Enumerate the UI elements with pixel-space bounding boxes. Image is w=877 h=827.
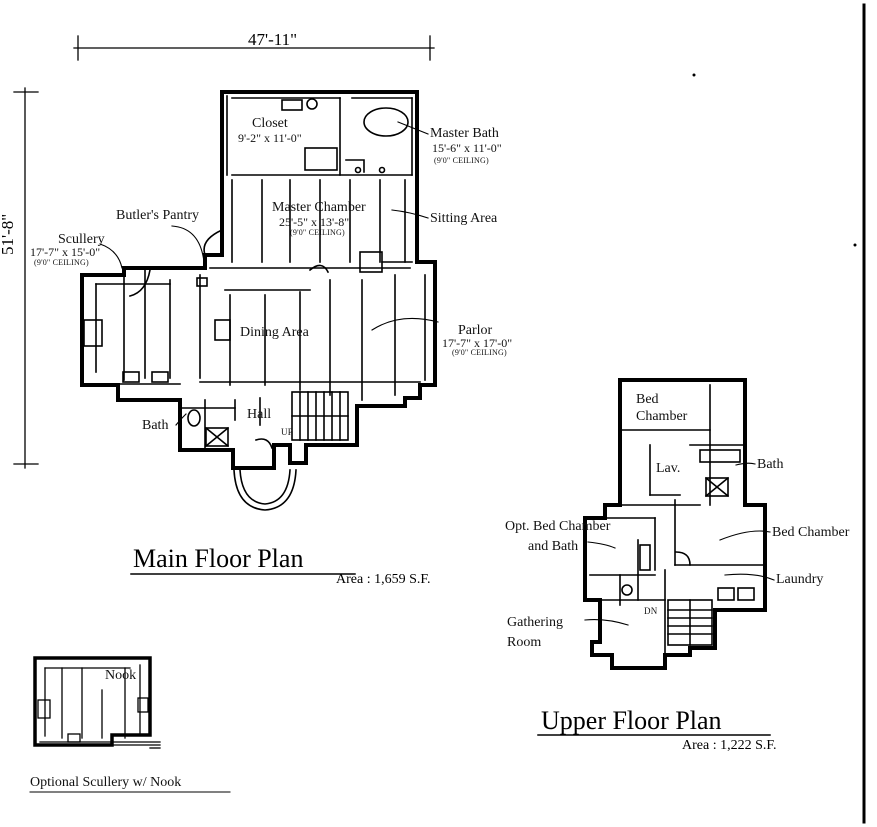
- butlers-pantry-label: Butler's Pantry: [116, 208, 200, 223]
- master-chamber-ceiling: (9'0" CEILING): [290, 228, 345, 237]
- master-bath-size: 15'-6" x 11'-0": [432, 141, 502, 155]
- master-bath-ceiling: (9'0" CEILING): [434, 156, 489, 165]
- upper-floor-leaders: [584, 462, 775, 626]
- laundry-label: Laundry: [776, 572, 824, 587]
- master-bath-label: Master Bath: [430, 126, 499, 141]
- upper-floor-interior: [589, 384, 766, 656]
- upper-bath-label: Bath: [757, 457, 784, 472]
- bed-chamber-2-label: Bed Chamber: [772, 525, 850, 540]
- depth-dimension-label: 51'-8": [0, 213, 17, 255]
- depth-dimension-line: [13, 87, 39, 469]
- main-floor-leaders: [99, 121, 439, 426]
- upper-floor-area: Area : 1,222 S.F.: [682, 738, 777, 753]
- parlor-size: 17'-7" x 17'-0": [442, 336, 513, 350]
- parlor-ceiling: (9'0" CEILING): [452, 348, 507, 357]
- master-chamber-size: 25'-5" x 13'-8": [279, 215, 350, 229]
- lav-label: Lav.: [656, 461, 681, 476]
- dining-area-label: Dining Area: [240, 325, 309, 340]
- width-dimension-label: 47'-11": [248, 30, 298, 49]
- scullery-ceiling: (9'0" CEILING): [34, 258, 89, 267]
- optional-scullery-walls: [33, 656, 152, 747]
- gathering-label-line2: Room: [507, 635, 542, 650]
- main-floor-walls: [80, 90, 437, 470]
- dot-mark: [692, 73, 696, 77]
- parlor-label: Parlor: [458, 323, 493, 338]
- closet-label: Closet: [252, 116, 288, 131]
- master-chamber-label: Master Chamber: [272, 200, 366, 215]
- scullery-size: 17'-7" x 15'-0": [30, 245, 101, 259]
- opt-bed-label-line1: Opt. Bed Chamber: [505, 519, 611, 534]
- bath-label: Bath: [142, 418, 169, 433]
- gathering-label-line1: Gathering: [507, 615, 563, 630]
- sitting-area-label: Sitting Area: [430, 211, 498, 226]
- nook-label: Nook: [105, 668, 137, 683]
- closet-size: 9'-2" x 11'-0": [238, 131, 302, 145]
- scullery-label: Scullery: [58, 232, 105, 247]
- hall-label: Hall: [247, 407, 272, 422]
- upper-floor-walls: [583, 378, 767, 670]
- dot-mark: [853, 243, 857, 247]
- bed-chamber-1-label-line2: Chamber: [636, 409, 688, 424]
- bed-chamber-1-label-line1: Bed: [636, 392, 659, 407]
- width-dimension-line: [73, 35, 435, 61]
- main-floor-title: Main Floor Plan: [133, 544, 304, 573]
- main-floor-interior: [83, 95, 426, 511]
- stair-dn-label: DN: [644, 606, 658, 616]
- optional-scullery-title: Optional Scullery w/ Nook: [30, 775, 182, 790]
- main-floor-area: Area : 1,659 S.F.: [336, 572, 431, 587]
- stair-up-label: UP: [281, 427, 293, 437]
- opt-bed-label-line2: and Bath: [528, 539, 579, 554]
- optional-scullery-interior: [37, 664, 161, 749]
- upper-floor-title: Upper Floor Plan: [541, 706, 722, 735]
